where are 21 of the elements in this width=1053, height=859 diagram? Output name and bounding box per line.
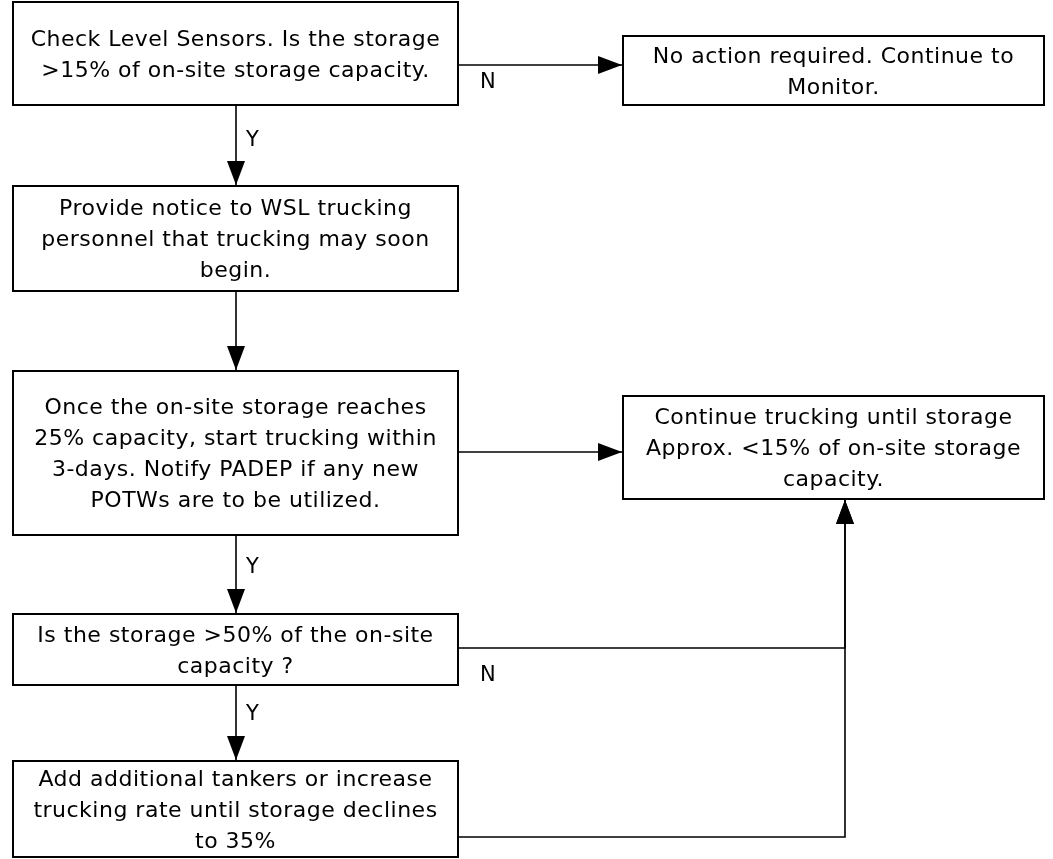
process-box (12, 613, 459, 686)
process-box (622, 395, 1045, 500)
box-text: Continue trucking until storage Approx. <15% of on-site storage capacity. (645, 403, 1022, 493)
box-text: Add additional tankers or increase trucking rate until storage declines to 35% (32, 764, 439, 855)
box-text: Is the storage >50% of the on-site capacity ? (36, 620, 435, 680)
box-text: No action required. Continue to Monitor. (651, 41, 1016, 101)
arrow (458, 443, 623, 461)
process-box (622, 35, 1045, 106)
box-text: Once the on-site storage reaches 25% capacity, start trucking within 3-days. Notify PADEP if any new POTWs are to be utilized. (33, 393, 438, 514)
arrow (227, 291, 245, 371)
process-box (12, 370, 459, 536)
arrow (458, 56, 623, 74)
process-box (12, 1, 459, 106)
process-box (12, 185, 459, 292)
box-text: Check Level Sensors. Is the storage >15% of on-site storage capacity. (29, 24, 442, 84)
arrow (227, 535, 245, 614)
process-box (12, 760, 459, 858)
arrow (458, 499, 854, 838)
arrow (227, 105, 245, 186)
box-text: Provide notice to WSL trucking personnel that trucking may soon begin. (40, 194, 431, 284)
arrow (227, 685, 245, 761)
